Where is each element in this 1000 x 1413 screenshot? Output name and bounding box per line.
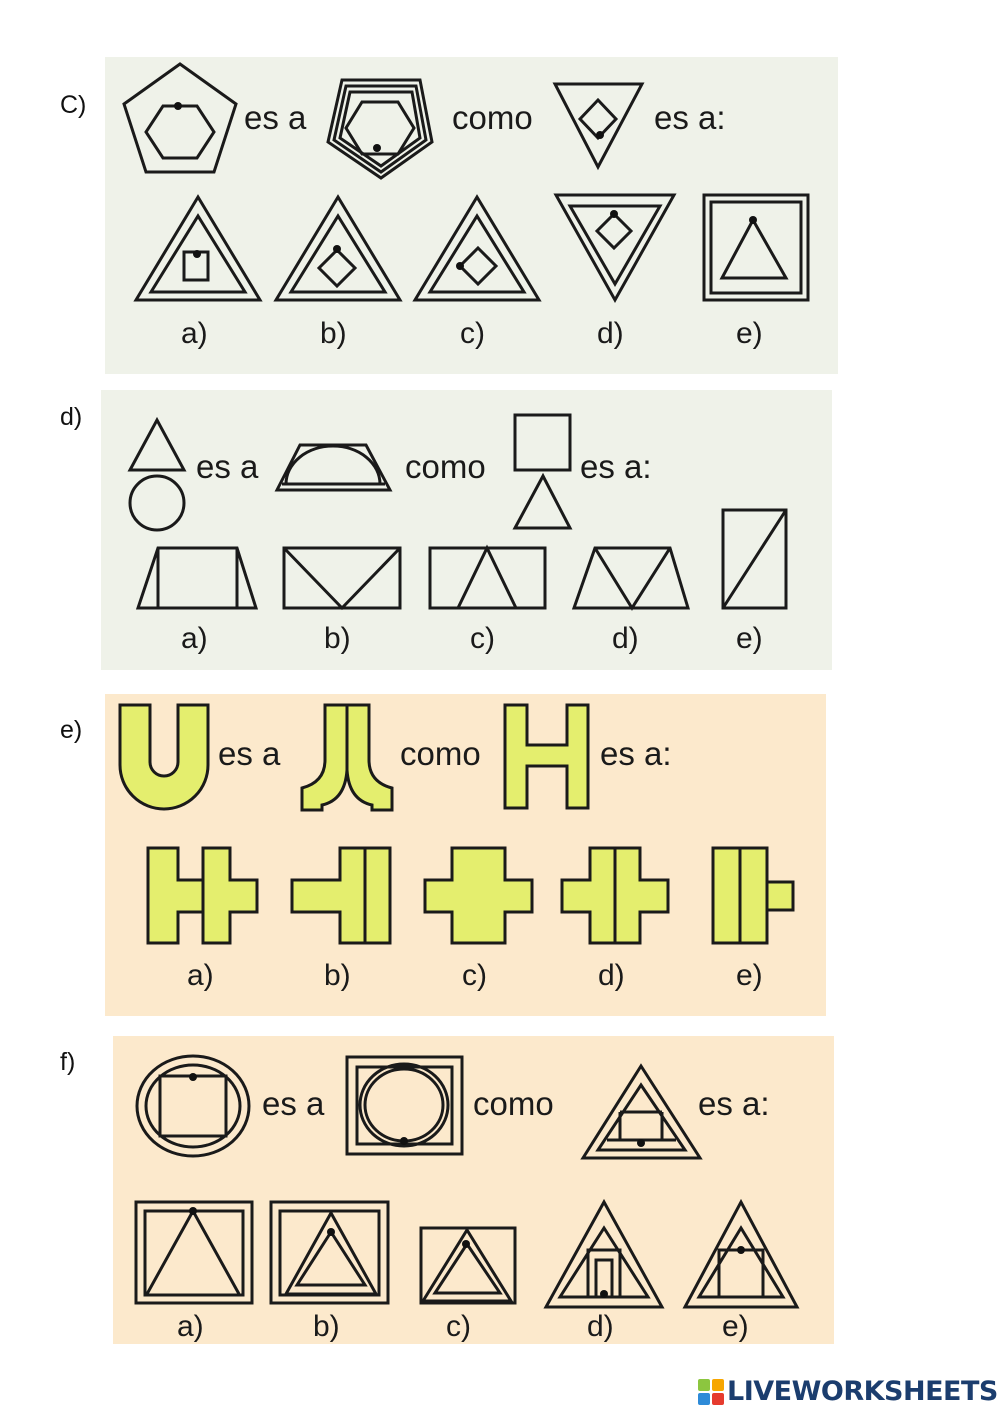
option-label: e) — [736, 959, 763, 992]
option-d[interactable] — [560, 846, 670, 945]
question-text: es a: — [580, 448, 652, 485]
option-label: c) — [460, 317, 485, 350]
option-c[interactable] — [412, 194, 542, 302]
section-d: d) es a como es a: — [60, 390, 832, 670]
option-label: d) — [612, 622, 639, 655]
option-label: a) — [187, 959, 214, 992]
option-label: a) — [181, 622, 208, 655]
figure-h-shape — [503, 703, 590, 810]
question-text: es a — [262, 1085, 325, 1122]
question-text: como — [405, 448, 486, 485]
option-a[interactable] — [146, 846, 259, 945]
section-c: C) es a como es a: — [60, 57, 838, 374]
question-text: como — [452, 99, 533, 136]
option-a[interactable] — [133, 194, 263, 302]
option-label: c) — [470, 622, 495, 655]
question-text: es a — [244, 99, 307, 136]
option-label: b) — [313, 1310, 340, 1343]
option-a[interactable] — [134, 1200, 254, 1305]
figure-inverted-triangle-diamond — [552, 82, 645, 171]
figure-triple-pentagon — [326, 78, 434, 180]
panel-background — [101, 390, 832, 670]
figure-triangle-circle — [127, 416, 187, 532]
figure-u-shape — [118, 703, 210, 811]
option-d[interactable] — [543, 1198, 665, 1309]
option-c[interactable] — [428, 544, 547, 610]
logo-tile — [712, 1378, 724, 1391]
section-label: d) — [60, 403, 82, 431]
option-e[interactable] — [711, 846, 795, 945]
option-label: b) — [320, 317, 347, 350]
logo-tile — [698, 1392, 710, 1405]
option-label: d) — [597, 317, 624, 350]
option-d[interactable] — [571, 546, 691, 611]
question-text: es a: — [654, 99, 726, 136]
option-e[interactable] — [721, 508, 788, 610]
option-label: a) — [181, 317, 208, 350]
logo-text: LIVEWORKSHEETS — [727, 1376, 998, 1407]
liveworksheets-logo: LIVEWORKSHEETS — [698, 1376, 998, 1407]
option-b[interactable] — [273, 194, 403, 302]
option-label: e) — [722, 1310, 749, 1343]
option-label: b) — [324, 622, 351, 655]
section-e: e) es a como es a: a) b) — [60, 694, 826, 1016]
option-b[interactable] — [269, 1200, 390, 1305]
logo-tile — [698, 1378, 710, 1391]
option-label: e) — [736, 622, 763, 655]
option-label: c) — [462, 959, 487, 992]
option-e[interactable] — [702, 193, 810, 302]
option-label: e) — [736, 317, 763, 350]
option-label: b) — [324, 959, 351, 992]
option-label: d) — [587, 1310, 614, 1343]
logo-tile — [712, 1392, 724, 1405]
option-c[interactable] — [423, 846, 534, 945]
option-a[interactable] — [135, 546, 259, 610]
logo-tiles-icon — [698, 1378, 724, 1405]
section-f: f) es a como es a: — [60, 1036, 834, 1344]
option-c[interactable] — [419, 1226, 517, 1305]
question-text: como — [473, 1085, 554, 1122]
option-e[interactable] — [682, 1198, 800, 1309]
option-label: c) — [446, 1310, 471, 1343]
panel-background — [105, 57, 838, 374]
question-text: es a: — [698, 1085, 770, 1122]
question-text: es a — [218, 735, 281, 772]
figure-square-triangle — [512, 413, 573, 530]
figure-triangle-square — [580, 1063, 703, 1160]
option-label: a) — [177, 1310, 204, 1343]
figure-ellipse-square — [135, 1054, 251, 1158]
figure-split-lambda — [300, 703, 394, 812]
figure-pentagon-hexagon — [122, 62, 238, 174]
section-label: C) — [60, 91, 86, 119]
section-label: e) — [60, 716, 82, 744]
section-label: f) — [60, 1048, 75, 1076]
option-label: d) — [598, 959, 625, 992]
question-text: es a — [196, 448, 259, 485]
question-text: como — [400, 735, 481, 772]
figure-trapezoid-arch — [274, 443, 393, 492]
question-text: es a: — [600, 735, 672, 772]
option-b[interactable] — [290, 846, 392, 945]
option-d[interactable] — [553, 193, 677, 304]
figure-square-circle — [345, 1055, 464, 1156]
option-b[interactable] — [282, 546, 402, 611]
